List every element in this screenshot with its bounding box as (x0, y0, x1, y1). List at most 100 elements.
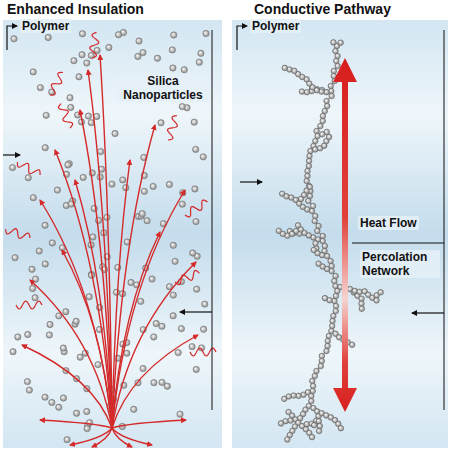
silica-particle (10, 348, 16, 354)
silica-particle (42, 144, 48, 150)
heat-wave-arrow (112, 160, 130, 428)
silica-particle (26, 387, 32, 393)
silica-particle (64, 436, 70, 442)
silica-particle (153, 320, 159, 326)
silica-particle (25, 331, 31, 337)
percolation-particle (349, 342, 355, 348)
heat-wave-arrow (40, 200, 112, 428)
silica-particle (56, 404, 62, 410)
silica-particle (141, 188, 147, 194)
percolation-particle (325, 343, 331, 349)
heat-scatter (6, 32, 216, 447)
silica-particle (177, 411, 183, 417)
silica-particle (193, 218, 199, 224)
phonon-wave (58, 104, 72, 128)
silica-particle (63, 309, 69, 315)
polymer-matrix (232, 20, 448, 448)
percolation-particle (319, 358, 325, 364)
silica-particle (36, 248, 42, 254)
silica-particle (42, 261, 48, 267)
silica-particle (95, 361, 101, 367)
percolation-particle (329, 93, 335, 99)
percolation-particle (306, 183, 312, 189)
percolation-particle (310, 378, 316, 384)
silica-particle (170, 292, 176, 298)
callout-label: Polymer (20, 19, 71, 33)
percolation-particle (313, 241, 319, 247)
percolation-particle (374, 298, 380, 304)
percolation-particle (318, 123, 324, 129)
percolation-particle (299, 89, 305, 95)
percolation-particle (318, 363, 324, 369)
silica-particle (135, 53, 141, 59)
silica-particle (42, 394, 48, 400)
percolation-particle (286, 409, 292, 415)
percolation-particle (332, 278, 338, 284)
pointer-arrow (3, 154, 20, 155)
silica-particle (79, 31, 85, 37)
silica-particle (42, 222, 48, 228)
silica-particle (154, 55, 160, 61)
percolation-particle (326, 333, 332, 339)
silica-particle (43, 112, 49, 118)
silica-particle (60, 395, 66, 401)
silica-particle (181, 67, 187, 73)
pointer-bracket (237, 26, 247, 50)
heat-wave-arrow (75, 180, 112, 428)
percolation-particle (324, 348, 330, 354)
silica-particle (179, 201, 185, 207)
percolation-particle (378, 289, 384, 295)
heat-wave-arrow (92, 428, 112, 447)
silica-particle (139, 210, 145, 216)
bracket-line (444, 30, 445, 410)
silica-particle (200, 326, 206, 332)
silica-particle (166, 181, 172, 187)
silica-particle (113, 289, 119, 295)
silica-particle (86, 294, 92, 300)
silica-particle (179, 103, 185, 109)
silica-particle (15, 334, 21, 340)
silica-particle (192, 186, 198, 192)
phonon-wave (17, 162, 40, 175)
callout-label: Heat Flow (358, 216, 419, 230)
percolation-particle (326, 134, 332, 140)
silica-particle (169, 47, 175, 53)
silica-particle (80, 174, 86, 180)
silica-particle (106, 44, 112, 50)
silica-particle (49, 399, 55, 405)
heat-wave-arrow (70, 428, 112, 445)
percolation-particle (333, 273, 339, 279)
silica-particle (124, 350, 130, 356)
heat-wave-arrow (22, 345, 112, 428)
silica-particle (47, 321, 53, 327)
bracket-line (212, 30, 213, 410)
silica-particle (54, 187, 60, 193)
percolation-particle (295, 223, 301, 229)
silica-particle (24, 378, 30, 384)
percolation-particle (307, 184, 313, 190)
callout-label: Polymer (250, 19, 301, 33)
phonon-wave (16, 301, 42, 309)
percolation-particle (359, 306, 365, 312)
heat-wave-arrow (30, 280, 112, 428)
silica-particle (65, 162, 71, 168)
polymer-matrix (3, 20, 222, 448)
percolation-particle (324, 98, 330, 104)
phonon-wave (185, 200, 208, 217)
panel-heading: Conductive Pathway (254, 1, 391, 17)
percolation-particle (309, 434, 315, 440)
percolation-particle (285, 437, 291, 443)
silica-particles (9, 29, 209, 443)
silica-particle (25, 174, 31, 180)
silica-particle (189, 343, 195, 349)
silica-particle (73, 410, 79, 416)
percolation-particle (316, 223, 322, 229)
silica-particle (84, 408, 90, 414)
silica-particle (49, 240, 55, 246)
heat-wave-arrow (112, 420, 186, 428)
silica-particle (46, 332, 52, 338)
silica-particle (172, 258, 178, 264)
silica-particle (45, 34, 51, 40)
silica-particle (170, 313, 176, 319)
